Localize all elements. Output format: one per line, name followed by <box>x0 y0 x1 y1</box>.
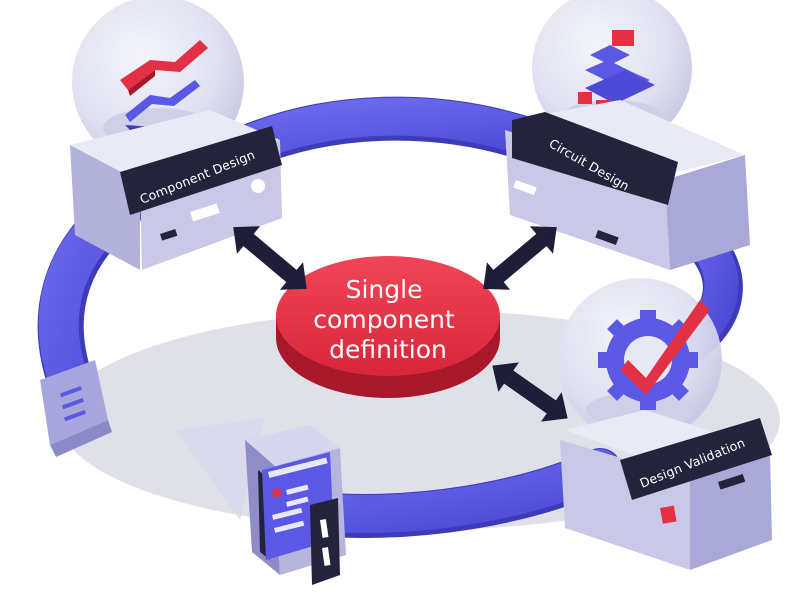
double-arrow-left <box>233 226 307 290</box>
node-circuit-design[interactable]: Circuit Design <box>505 0 750 270</box>
single-component-definition-disc: Single component definition <box>276 256 500 398</box>
gear-check-icon <box>598 300 710 410</box>
circuit-slot <box>513 180 537 196</box>
double-arrow-bottom <box>492 362 568 422</box>
component-slot <box>190 203 220 222</box>
node-design-validation[interactable]: Design Validation <box>558 278 772 570</box>
center-label-line-1: Single <box>346 275 423 304</box>
validation-red-light <box>660 505 677 524</box>
pipe-end-cap <box>40 360 112 457</box>
component-power-button <box>251 179 265 193</box>
center-label: Single component definition <box>313 275 462 364</box>
center-label-line-2: component <box>313 305 455 334</box>
circuit-vent <box>595 230 619 246</box>
node-component-design[interactable]: Component Design <box>70 0 282 270</box>
double-arrow-right <box>483 226 557 290</box>
validation-vent <box>718 473 746 490</box>
monitor-screen <box>262 452 334 560</box>
component-label-panel <box>120 126 282 215</box>
component-vent <box>160 229 178 241</box>
circuit-label-panel <box>512 112 678 205</box>
monitor-device <box>175 418 346 585</box>
validation-label-panel <box>620 418 772 500</box>
center-label-line-3: definition <box>329 335 447 364</box>
